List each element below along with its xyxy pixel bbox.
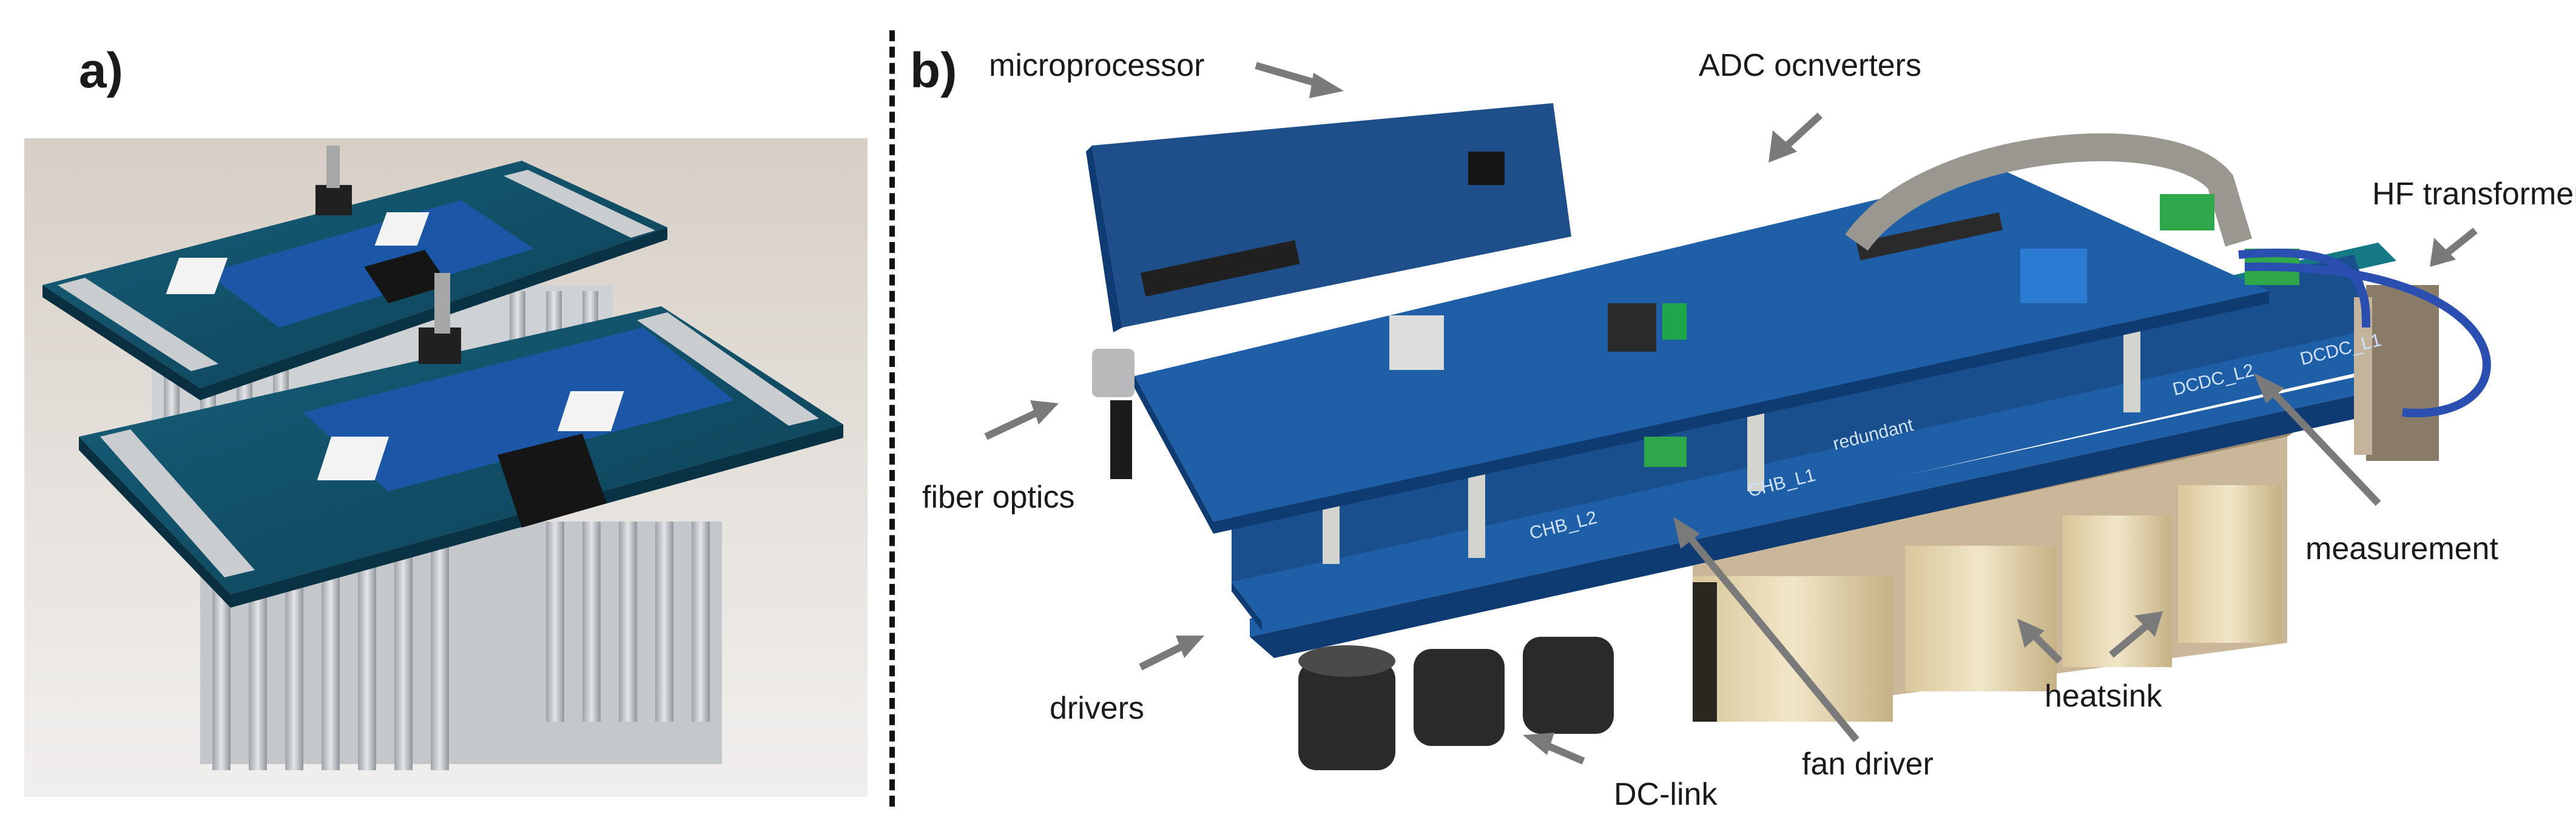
power-board-back <box>42 146 667 400</box>
control-board <box>1135 170 2269 534</box>
fiber-optic-connectors <box>1092 349 1135 479</box>
label-fan-driver: fan driver <box>1802 747 1934 782</box>
driver-board <box>1250 376 2384 658</box>
panel-divider <box>889 30 895 807</box>
panel-b-label: b) <box>910 43 957 98</box>
hf-transformer <box>2238 248 2491 461</box>
label-heatsink: heatsink <box>2045 679 2162 714</box>
power-board-front <box>79 273 843 608</box>
panel-b-photo <box>1086 103 2491 770</box>
microprocessor-board <box>1086 103 1571 332</box>
label-dc-link: DC-link <box>1614 777 1718 812</box>
annotation-arrows <box>984 62 2478 765</box>
label-measurement: measurement <box>2305 531 2498 566</box>
label-drivers: drivers <box>1050 691 1145 726</box>
label-hf-transformer: HF transformer <box>2372 176 2576 212</box>
label-adc-converters: ADC ocnverters <box>1699 48 1921 83</box>
ribbon-cable <box>1845 133 2253 251</box>
label-microprocessor: microprocessor <box>989 48 1205 83</box>
panel-a-label: a) <box>79 43 123 98</box>
label-fiber-optics: fiber optics <box>922 480 1075 515</box>
dc-link-capacitors <box>1298 637 1614 770</box>
